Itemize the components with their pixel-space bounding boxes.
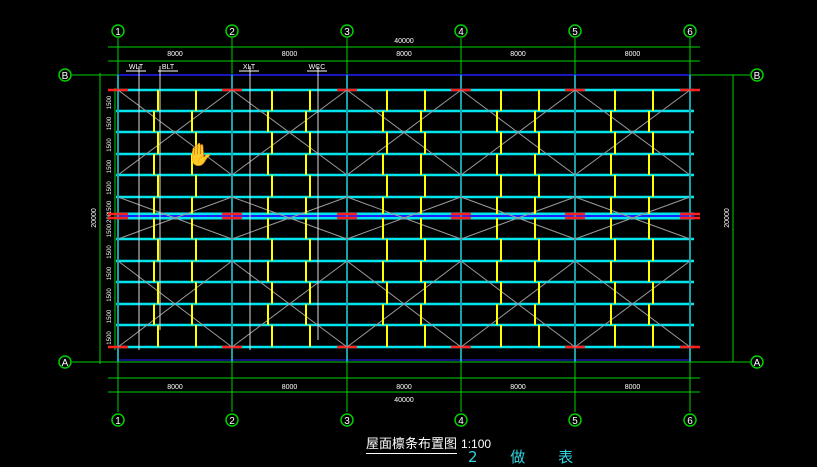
hand-cursor-icon: ✋ bbox=[186, 142, 213, 167]
bracing-line bbox=[174, 217, 233, 240]
bracing-line bbox=[632, 196, 691, 219]
bracing-line bbox=[403, 217, 462, 240]
axis-top-2-label: 2 bbox=[229, 27, 235, 38]
axis-right-b-bubble bbox=[750, 68, 764, 82]
axis-top-6-label: 6 bbox=[687, 27, 693, 38]
axis-top-5-bubble bbox=[568, 24, 582, 38]
bracing-line bbox=[574, 260, 691, 348]
bracing-line bbox=[517, 217, 576, 240]
axis-bottom-6-bubble bbox=[683, 413, 697, 427]
axis-bottom-2-label: 2 bbox=[229, 416, 235, 427]
dimension-text: 1500 bbox=[107, 309, 113, 323]
axis-top-6-bubble bbox=[683, 24, 697, 38]
bracing-line bbox=[346, 89, 462, 176]
axis-top-1-label: 1 bbox=[115, 27, 121, 38]
bracing-line bbox=[403, 196, 462, 219]
dimension-text: 8000 bbox=[167, 384, 183, 391]
axis-bottom-4-bubble bbox=[454, 413, 468, 427]
axis-bottom-1-label: 1 bbox=[115, 416, 121, 427]
dimension-text: 1500 bbox=[107, 200, 113, 214]
partial-text: 2 做 表 bbox=[468, 448, 588, 466]
dimension-text-total: 40000 bbox=[394, 38, 414, 45]
dimension-text: 8000 bbox=[282, 51, 298, 58]
bracing-line bbox=[231, 89, 348, 176]
axis-top-4-bubble bbox=[454, 24, 468, 38]
axis-bottom-3-bubble bbox=[340, 413, 354, 427]
bracing-line bbox=[346, 196, 405, 219]
dimension-text: 1500 bbox=[107, 116, 113, 130]
dimension-text: 1500 bbox=[107, 95, 113, 109]
dimension-text: 1500 bbox=[107, 159, 113, 173]
dimension-text: 8000 bbox=[396, 384, 412, 391]
axis-top-3-bubble bbox=[340, 24, 354, 38]
bracing-line bbox=[117, 196, 176, 219]
dimension-text-total: 20000 bbox=[91, 208, 98, 228]
axis-bottom-4-label: 4 bbox=[458, 416, 464, 427]
axis-bottom-5-bubble bbox=[568, 413, 582, 427]
dimension-text: 8000 bbox=[282, 384, 298, 391]
axis-right-a-bubble bbox=[750, 355, 764, 369]
axis-bottom-2-bubble bbox=[225, 413, 239, 427]
axis-left-a-bubble bbox=[58, 355, 72, 369]
axis-left-b-bubble bbox=[58, 68, 72, 82]
dimension-text-total: 40000 bbox=[394, 397, 414, 404]
dimension-text: 1500 bbox=[107, 266, 113, 280]
axis-left-a-label: A bbox=[62, 358, 69, 369]
axis-bottom-6-label: 6 bbox=[687, 416, 693, 427]
axis-top-4-label: 4 bbox=[458, 27, 464, 38]
dimension-text: 1500 bbox=[107, 288, 113, 302]
bracing-line bbox=[231, 196, 290, 219]
bracing-line bbox=[460, 217, 519, 240]
bracing-line bbox=[517, 196, 576, 219]
axis-right-a-label: A bbox=[754, 358, 761, 369]
drawing-scale: 1:100 bbox=[461, 437, 492, 451]
axis-bottom-3-label: 3 bbox=[344, 416, 350, 427]
axis-top-3-label: 3 bbox=[344, 27, 350, 38]
axis-left-b-label: B bbox=[62, 71, 69, 82]
bracing-line bbox=[174, 196, 233, 219]
drawing-title: 屋面檩条布置图 bbox=[366, 437, 458, 454]
member-label: WCC bbox=[309, 64, 326, 71]
axis-top-5-label: 5 bbox=[572, 27, 578, 38]
axis-top-1-bubble bbox=[111, 24, 125, 38]
bracing-line bbox=[460, 89, 576, 176]
dimension-text: 8000 bbox=[396, 51, 412, 58]
axis-bottom-1-bubble bbox=[111, 413, 125, 427]
member-label: XLT bbox=[243, 64, 256, 71]
dimension-text: 1500 bbox=[107, 331, 113, 345]
dimension-text: 1500 bbox=[107, 245, 113, 259]
dimension-text: 8000 bbox=[625, 51, 641, 58]
axis-bottom-5-label: 5 bbox=[572, 416, 578, 427]
bracing-line bbox=[231, 217, 290, 240]
member-label: BLT bbox=[162, 64, 175, 71]
dimension-text: 8000 bbox=[167, 51, 183, 58]
bracing-line bbox=[574, 217, 633, 240]
dimension-text: 1500 bbox=[107, 181, 113, 195]
dimension-text: 1500 bbox=[107, 223, 113, 237]
dimension-text-total: 20000 bbox=[724, 208, 731, 228]
axis-top-2-bubble bbox=[225, 24, 239, 38]
axis-right-b-label: B bbox=[754, 71, 761, 82]
dimension-text: 8000 bbox=[510, 384, 526, 391]
bracing-line bbox=[632, 217, 691, 240]
bracing-line bbox=[117, 89, 233, 176]
bracing-line bbox=[346, 260, 462, 348]
bracing-line bbox=[346, 217, 405, 240]
dimension-text: 1500 bbox=[107, 138, 113, 152]
bracing-line bbox=[460, 260, 576, 348]
bracing-line bbox=[574, 196, 633, 219]
dimension-text: 8000 bbox=[625, 384, 641, 391]
bracing-line bbox=[117, 260, 233, 348]
member-label: WLT bbox=[129, 64, 144, 71]
bracing-line bbox=[460, 196, 519, 219]
bracing-line bbox=[574, 89, 691, 176]
bracing-line bbox=[231, 260, 348, 348]
bracing-line bbox=[117, 217, 176, 240]
dimension-text: 8000 bbox=[510, 51, 526, 58]
